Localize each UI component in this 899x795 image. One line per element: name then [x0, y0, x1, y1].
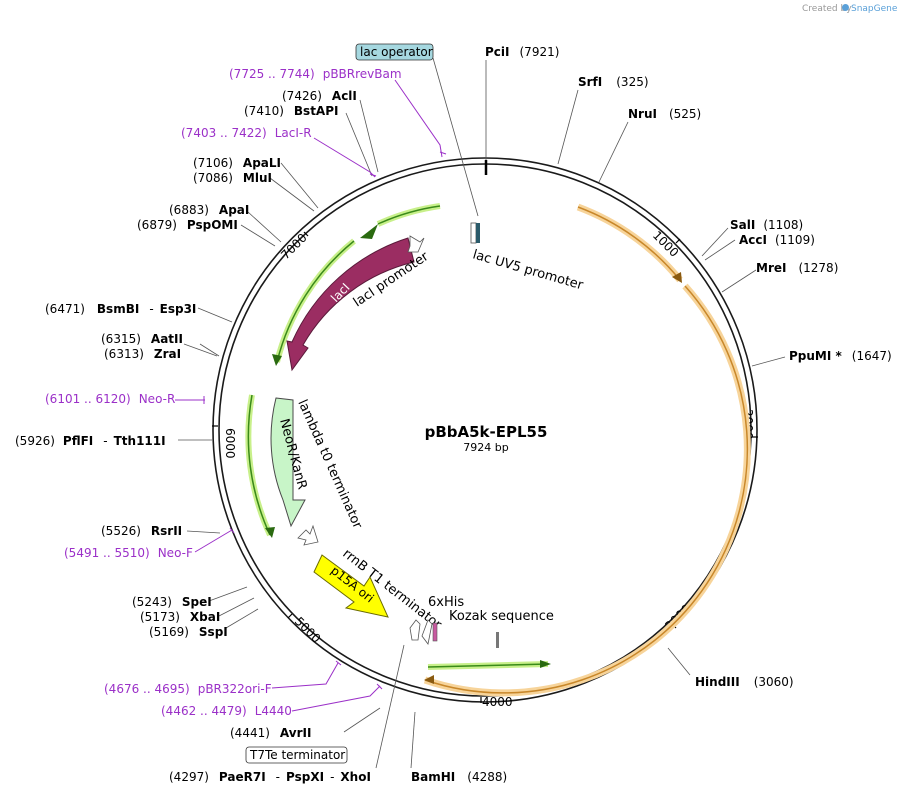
snapgene-brand: SnapGene — [851, 4, 898, 14]
svg-text:SrfI(325): SrfI(325) — [578, 75, 649, 89]
svg-text:(6471)BsmBI-Esp3I: (6471)BsmBI-Esp3I — [45, 302, 196, 316]
plasmid-size: 7924 bp — [463, 441, 508, 454]
lac-uv5-promoter-label: lac UV5 promoter — [471, 247, 585, 293]
site-bamhi[interactable]: BamHI(4288) — [411, 770, 507, 784]
terminator-glyphs[interactable] — [409, 619, 499, 648]
snapgene-logo-icon — [842, 4, 849, 11]
site-bsmbi[interactable]: (6471)BsmBI-Esp3I — [45, 302, 196, 316]
svg-text:(7106)ApaLI: (7106)ApaLI — [193, 156, 281, 170]
laci-promoter-arrow[interactable] — [407, 235, 425, 253]
primer-leaders — [175, 79, 447, 712]
svg-text:(4297)PaeR7I-PspXI-XhoI: (4297)PaeR7I-PspXI-XhoI — [169, 770, 371, 784]
site-apali[interactable]: (7106)ApaLI — [193, 156, 281, 170]
svg-text:(7086)MluI: (7086)MluI — [193, 171, 272, 185]
site-bstapi[interactable]: (7410)BstAPI — [244, 104, 338, 118]
svg-text:(7725 .. 7744)pBBRrevBam: (7725 .. 7744)pBBRrevBam — [229, 67, 402, 81]
svg-text:BamHI(4288): BamHI(4288) — [411, 770, 507, 784]
svg-text:PciI(7921): PciI(7921) — [485, 45, 559, 59]
svg-text:(6879)PspOMI: (6879)PspOMI — [137, 218, 238, 232]
site-rsrii[interactable]: (5526)RsrII — [101, 524, 182, 538]
site-avrii[interactable]: (4441)AvrII — [230, 726, 311, 740]
tick-label-4000: 4000 — [482, 695, 513, 709]
svg-text:MreI(1278): MreI(1278) — [756, 261, 838, 275]
site-xbai[interactable]: (5173)XbaI — [140, 610, 220, 624]
primer-laci-r[interactable]: (7403 .. 7422)LacI-R — [181, 126, 312, 140]
svg-text:NruI(525): NruI(525) — [628, 107, 701, 121]
site-sali[interactable]: SalI(1108) — [730, 218, 803, 232]
laci-arrow[interactable] — [286, 237, 415, 372]
svg-text:(5169)SspI: (5169)SspI — [149, 625, 228, 639]
svg-text:(5926)PflFI-Tth111I: (5926)PflFI-Tth111I — [15, 434, 166, 448]
site-nrui[interactable]: NruI(525) — [628, 107, 701, 121]
svg-text:(5526)RsrII: (5526)RsrII — [101, 524, 182, 538]
orange-feature-arc[interactable] — [423, 203, 751, 697]
sixxhis-label: 6xHis — [428, 595, 464, 610]
svg-text:(7403 .. 7422)LacI-R: (7403 .. 7422)LacI-R — [181, 126, 312, 140]
t7te-terminator-label: T7Te terminator — [249, 748, 345, 762]
lambda-t0-label: lambda t0 terminator — [294, 398, 365, 532]
svg-text:(4441)AvrII: (4441)AvrII — [230, 726, 311, 740]
primer-neo-r[interactable]: (6101 .. 6120)Neo-R — [45, 392, 175, 406]
lac-operator-box[interactable]: lac operator — [355, 43, 434, 61]
site-pspomi[interactable]: (6879)PspOMI — [137, 218, 238, 232]
backbone-outer — [212, 157, 758, 703]
svg-text:(5491 .. 5510)Neo-F: (5491 .. 5510)Neo-F — [64, 546, 193, 560]
svg-text:(4676 .. 4695)pBR322ori-F: (4676 .. 4695)pBR322ori-F — [104, 682, 272, 696]
tick-5000 — [287, 613, 293, 619]
tick-label-6000: 6000 — [223, 428, 237, 459]
neo-kanr-arrow[interactable] — [270, 397, 306, 528]
t7te-terminator-box[interactable]: T7Te terminator — [245, 746, 348, 764]
site-acci[interactable]: AccI(1109) — [739, 233, 815, 247]
tick-label-7000: 7000 — [278, 231, 309, 262]
svg-text:(5173)XbaI: (5173)XbaI — [140, 610, 220, 624]
svg-text:(7410)BstAPI: (7410)BstAPI — [244, 104, 338, 118]
created-by-text: Created by — [802, 4, 852, 14]
svg-text:(6313)ZraI: (6313)ZraI — [104, 347, 181, 361]
svg-text:(6883)ApaI: (6883)ApaI — [169, 203, 249, 217]
site-mrei[interactable]: MreI(1278) — [756, 261, 838, 275]
lambda-t0-arrow[interactable] — [297, 524, 319, 546]
site-sspi[interactable]: (5169)SspI — [149, 625, 228, 639]
svg-text:(6315)AatII: (6315)AatII — [101, 332, 183, 346]
plasmid-name: pBbA5k-EPL55 — [425, 423, 548, 441]
site-xhoi[interactable]: (4297)PaeR7I-PspXI-XhoI — [169, 770, 371, 784]
svg-text:(7426)AclI: (7426)AclI — [282, 89, 357, 103]
green-feature-arcs[interactable] — [245, 203, 551, 670]
site-hindiii[interactable]: HindIII(3060) — [695, 675, 794, 689]
tick-1000 — [675, 238, 681, 244]
site-ppumi[interactable]: PpuMI *(1647) — [789, 349, 892, 363]
svg-text:HindIII(3060): HindIII(3060) — [695, 675, 794, 689]
site-mlui[interactable]: (7086)MluI — [193, 171, 272, 185]
svg-text:SalI(1108): SalI(1108) — [730, 218, 803, 232]
svg-text:PpuMI *(1647): PpuMI *(1647) — [789, 349, 892, 363]
svg-text:AccI(1109): AccI(1109) — [739, 233, 815, 247]
site-zrai[interactable]: (6313)ZraI — [104, 347, 181, 361]
tick-label-5000: 5000 — [292, 614, 323, 645]
site-pflfi[interactable]: (5926)PflFI-Tth111I — [15, 434, 166, 448]
primer-pbrrevbam[interactable]: (7725 .. 7744)pBBRrevBam — [229, 67, 402, 81]
site-aatii[interactable]: (6315)AatII — [101, 332, 183, 346]
site-leaders — [178, 57, 786, 769]
svg-text:(6101 .. 6120)Neo-R: (6101 .. 6120)Neo-R — [45, 392, 175, 406]
lac-uv5-promoter-glyph[interactable] — [470, 222, 480, 244]
svg-text:(4462 .. 4479)L4440: (4462 .. 4479)L4440 — [161, 704, 292, 718]
kozak-label: Kozak sequence — [449, 609, 554, 624]
site-srfi[interactable]: SrfI(325) — [578, 75, 649, 89]
site-pcii[interactable]: PciI(7921) — [485, 45, 559, 59]
primer-neo-f[interactable]: (5491 .. 5510)Neo-F — [64, 546, 193, 560]
primer-pbr322ori-f[interactable]: (4676 .. 4695)pBR322ori-F — [104, 682, 272, 696]
site-acli[interactable]: (7426)AclI — [282, 89, 357, 103]
tick-7000 — [303, 231, 309, 237]
svg-text:(5243)SpeI: (5243)SpeI — [132, 595, 212, 609]
primer-l4440[interactable]: (4462 .. 4479)L4440 — [161, 704, 292, 718]
site-apai[interactable]: (6883)ApaI — [169, 203, 249, 217]
site-spei[interactable]: (5243)SpeI — [132, 595, 212, 609]
lac-operator-label: lac operator — [360, 45, 433, 59]
p15a-ori-arrow[interactable] — [313, 554, 389, 618]
